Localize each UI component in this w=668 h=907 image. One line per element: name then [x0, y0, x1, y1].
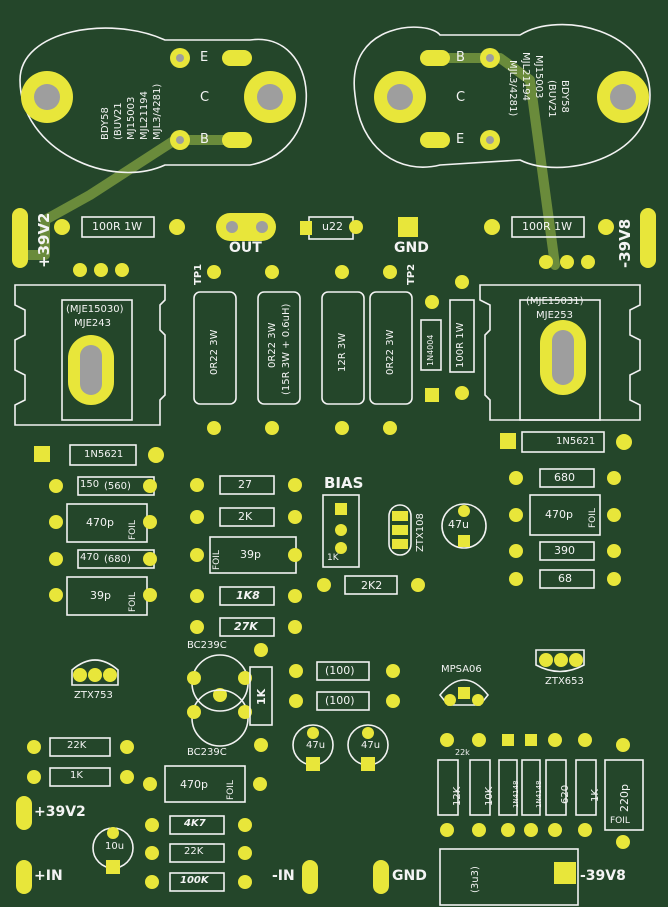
to3-right-outline [353, 23, 651, 169]
mid-column-parts [190, 475, 487, 637]
res-100r-left [81, 216, 155, 238]
driver-left-body [61, 299, 133, 421]
neg-rail-top-pad [640, 208, 656, 268]
to3-left-outline [19, 27, 308, 174]
cap-3u3-outline [439, 848, 579, 906]
gnd-top-pad [398, 217, 418, 237]
res-100r-right [511, 216, 585, 238]
trace-right-base [432, 53, 560, 270]
driver-right-outline [479, 284, 641, 421]
cap-u22 [308, 216, 354, 240]
power-resistors [193, 265, 413, 435]
diode-1n5621-left [69, 444, 137, 466]
pos-rail-top-pad [12, 208, 28, 268]
res-100r-vertical [449, 299, 475, 373]
to3-right-pins [420, 48, 500, 150]
diode-1n5621-right [521, 431, 605, 453]
bottom-parts [16, 643, 644, 906]
to3-left-pins [170, 48, 252, 150]
driver-left-outline [14, 284, 166, 426]
diode-1n4004 [420, 319, 442, 371]
out-pads [216, 213, 276, 241]
left-column-parts [49, 476, 157, 616]
driver-right-body [519, 299, 601, 421]
right-column-parts [509, 468, 621, 589]
